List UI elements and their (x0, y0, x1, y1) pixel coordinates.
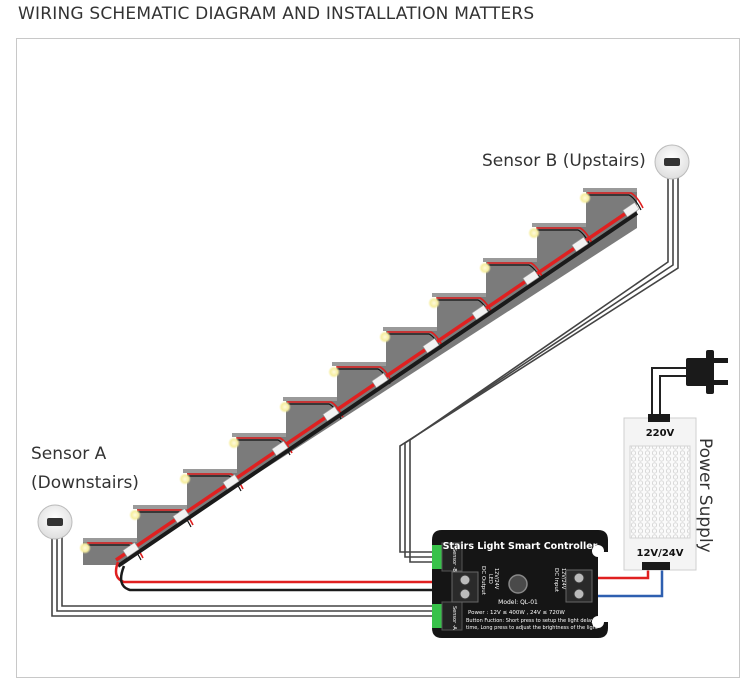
strip-connector (371, 372, 389, 389)
strip-connector (271, 440, 289, 457)
led-glow (528, 227, 540, 239)
sensor-a-label-line2: (Downstairs) (31, 473, 139, 493)
strip-connector (222, 474, 240, 490)
strip-connector (622, 202, 640, 218)
dc-input-terminal (565, 569, 593, 603)
sensor-a-label-line1: Sensor A (31, 444, 107, 464)
led-glow (228, 437, 240, 449)
stair-tread (83, 538, 137, 542)
controller-button-fn-2: time, Long press to adjust the brightnes… (466, 625, 598, 631)
led-output-wires (114, 561, 452, 592)
page-title: WIRING SCHEMATIC DIAGRAM AND INSTALLATIO… (18, 4, 535, 24)
stair-tread (583, 188, 637, 192)
wiring-diagram: 220V 12V/24V Power Supply Stairs Light S… (31, 144, 728, 638)
motion-sensor-icon (37, 504, 73, 540)
strip-connector (571, 236, 589, 253)
strip-connector (322, 406, 340, 422)
stair-tread (133, 505, 187, 509)
led-strip (536, 227, 593, 244)
ac-input-wires (651, 367, 688, 418)
input-voltage-label: 12V/24V (560, 568, 566, 590)
led-strip (587, 192, 644, 209)
power-supply: 220V 12V/24V (623, 414, 697, 571)
power-supply-label: Power Supply (695, 438, 715, 553)
led-glow (428, 297, 440, 309)
led-glow (129, 509, 141, 521)
controller-button-fn-1: Button Fuction: Short press to setup the… (466, 618, 594, 624)
smart-controller: Stairs Light Smart Controller Model: QL-… (432, 530, 608, 638)
dc-output-label: DC Output (480, 566, 486, 596)
led-glow (79, 542, 91, 554)
power-supply-input-label: 220V (646, 428, 675, 439)
sensor-b-port-label: Sensor -B (451, 548, 457, 572)
diagram-frame (16, 38, 740, 678)
led-output-terminal (451, 571, 479, 603)
power-plug-icon (686, 350, 728, 394)
strip-connector (122, 542, 140, 558)
sensor-a-cable (51, 536, 446, 617)
stair-tread (283, 397, 337, 401)
led-glow (479, 262, 491, 274)
led-glow (279, 401, 291, 413)
strip-connector (172, 508, 190, 524)
control-button-icon (508, 574, 528, 594)
strip-connectors (122, 202, 640, 558)
led-glow (179, 473, 191, 485)
stair-tread (432, 293, 486, 297)
controller-name: Stairs Light Smart Controller (443, 541, 598, 552)
sensor-b-label: Sensor B (Upstairs) (482, 151, 646, 171)
power-supply-output-label: 12V/24V (637, 548, 684, 559)
stair-tread (332, 362, 386, 366)
stair-tread (532, 223, 586, 227)
stair-tread (483, 258, 537, 262)
motion-sensor-icon (654, 144, 690, 180)
stair-tread (232, 433, 286, 437)
led-glow (379, 331, 391, 343)
strip-connector (471, 304, 489, 321)
stair-tread (383, 327, 437, 331)
sensor-b-cable (399, 178, 679, 563)
controller-power-spec: Power : 12V ≤ 400W , 24V ≤ 720W (468, 610, 565, 616)
controller-model: Model: QL-01 (498, 599, 538, 606)
led-glow (328, 366, 340, 378)
led-glow (579, 192, 591, 204)
strip-connector (522, 270, 540, 286)
led-label: LED (487, 574, 493, 584)
staircase (79, 188, 644, 565)
led-strip (536, 229, 591, 246)
led-strip (587, 194, 642, 211)
stair-tread (183, 469, 237, 473)
output-voltage-label: 12V/24V (493, 568, 499, 590)
strip-connector (422, 338, 440, 354)
sensor-a-port-label: Sensor -A (451, 606, 457, 630)
dc-input-label: DC Input (553, 568, 559, 593)
